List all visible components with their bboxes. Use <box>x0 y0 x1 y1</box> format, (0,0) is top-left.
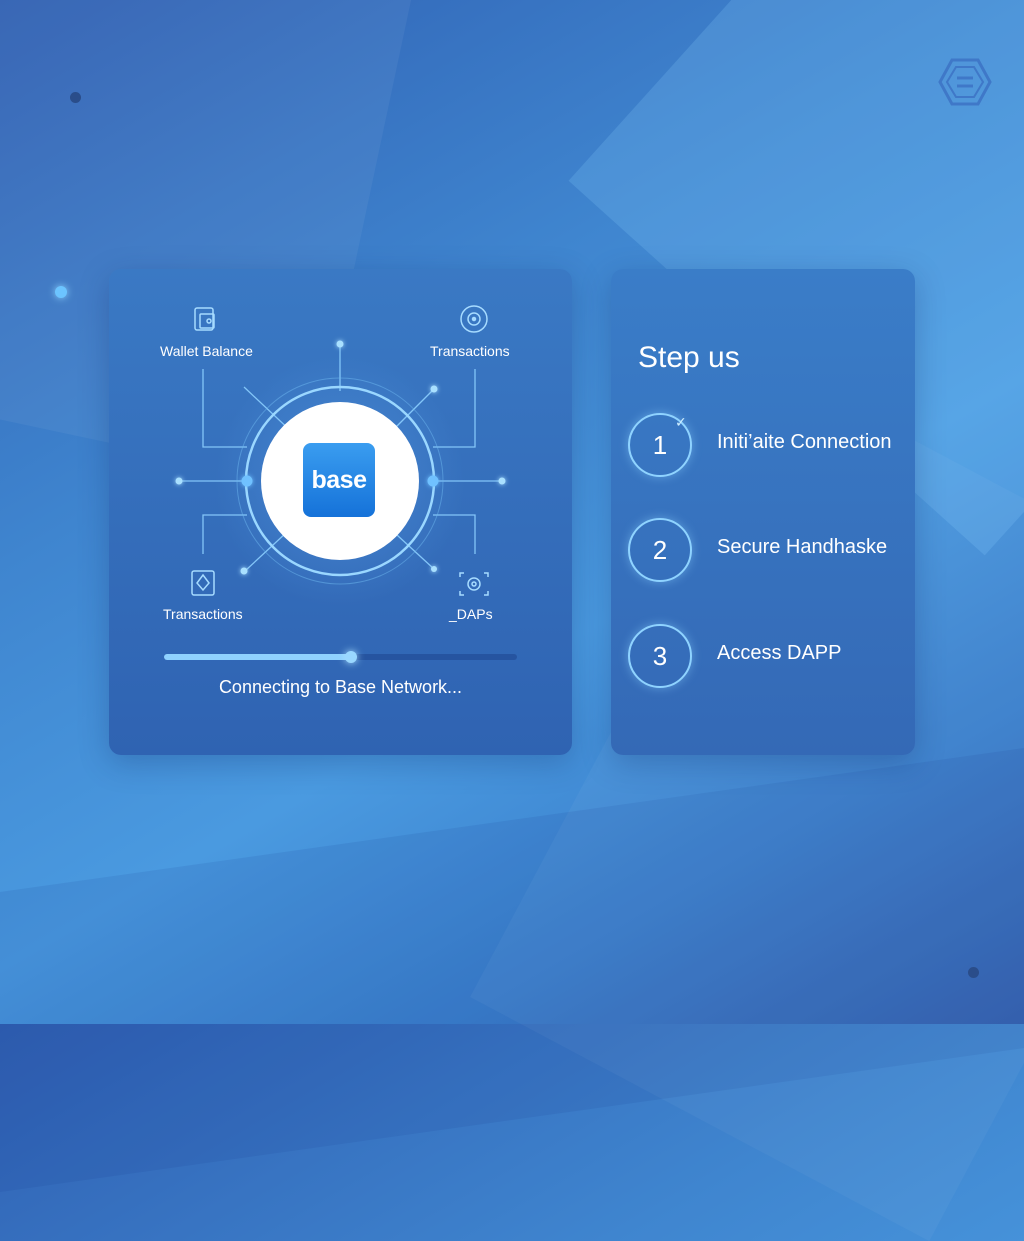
step-circle <box>628 413 692 477</box>
transactions-label-bottom: Transactions <box>163 606 243 622</box>
transactions-label-top: Transactions <box>430 343 510 359</box>
network-hub-panel: Wallet Balance Transactions Transactions… <box>109 269 572 755</box>
step-number: 2 <box>652 535 668 565</box>
hexagon-logo-icon <box>938 58 992 106</box>
ring-node <box>427 475 439 487</box>
wallet-document-icon <box>194 307 215 331</box>
progress-fill <box>164 654 352 660</box>
decor-dot <box>968 967 979 978</box>
node-dot <box>336 340 344 348</box>
step-number: 3 <box>652 641 668 671</box>
progress-bar <box>164 651 517 663</box>
steps-panel: Step us 1 ✓ Initi’aite Connection 2 Secu… <box>611 269 915 755</box>
wallet-balance-label: Wallet Balance <box>160 343 253 359</box>
node-dot <box>431 566 437 572</box>
node-dot <box>498 477 506 485</box>
step-circle <box>628 624 692 688</box>
target-circle-icon <box>460 305 488 333</box>
node-dot <box>430 385 438 393</box>
decor-dot <box>55 286 67 298</box>
connection-status-text: Connecting to Base Network... <box>218 677 463 697</box>
document-icon <box>191 570 215 596</box>
step-item[interactable]: 1 ✓ Initi’aite Connection <box>627 412 907 478</box>
background-shape <box>0 748 1024 1192</box>
node-dot <box>175 477 183 485</box>
ring-node <box>241 475 253 487</box>
step-item[interactable]: 3 Access DAPP <box>627 623 907 689</box>
gear-frame-icon <box>459 572 489 596</box>
daps-label: _DAPs <box>449 606 493 622</box>
base-logo: base <box>303 443 375 517</box>
steps-title: Step us <box>638 341 740 374</box>
decor-dot <box>70 92 81 103</box>
node-dot <box>240 567 248 575</box>
step-circle <box>628 518 692 582</box>
step-item[interactable]: 2 Secure Handhaske <box>627 517 907 583</box>
step-number: 1 <box>652 430 668 460</box>
step-label: Initi’aite Connection <box>717 431 892 453</box>
step-label: Secure Handhaske <box>717 536 888 558</box>
check-icon: ✓ <box>675 414 687 430</box>
progress-knob <box>345 651 358 663</box>
step-label: Access DAPP <box>717 642 842 664</box>
